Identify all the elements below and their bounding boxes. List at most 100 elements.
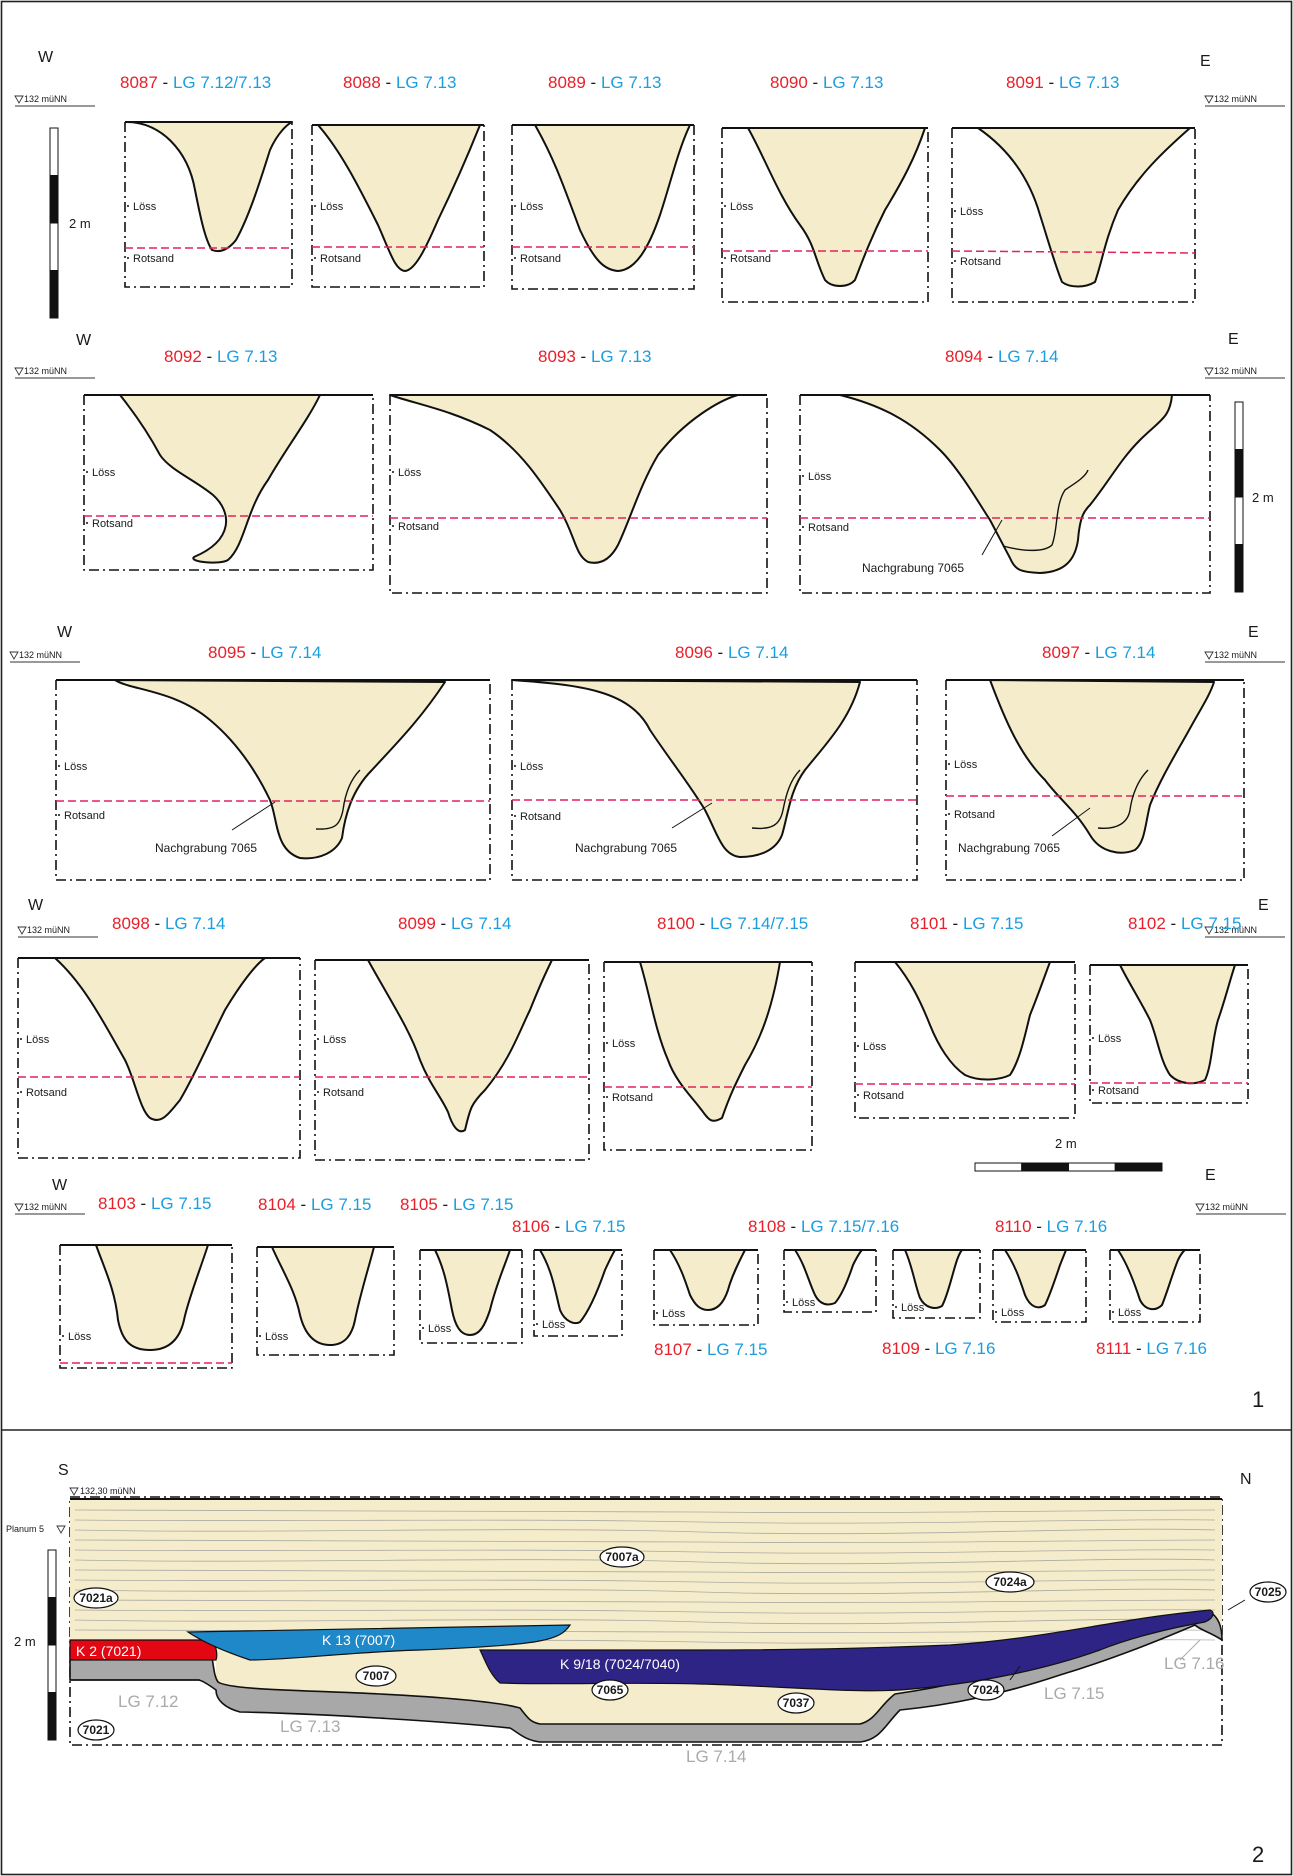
- striation-line: [74, 1549, 1216, 1554]
- datum-label: 132,30 müNN: [80, 1486, 136, 1496]
- label-dash: -: [136, 1194, 151, 1213]
- section-label: 8092 - LG 7.13: [164, 347, 277, 366]
- badge-7065: 7065: [591, 1679, 629, 1701]
- nachgrabung-line: [1002, 469, 1089, 552]
- dot: [86, 471, 88, 473]
- feature-number: 8111: [1096, 1339, 1131, 1358]
- scale-bar-panel2: 2 m: [14, 1549, 57, 1741]
- rotsand-label: Rotsand: [1098, 1085, 1139, 1097]
- dir-e: E: [1200, 53, 1211, 70]
- scale-label: 2 m: [14, 1634, 36, 1649]
- section-label: 8104 - LG 7.15: [258, 1195, 371, 1214]
- loess-label: Löss: [92, 467, 116, 479]
- dir-n: N: [1240, 1471, 1252, 1488]
- label-dash: -: [808, 73, 823, 92]
- dot: [20, 1038, 22, 1040]
- scale-bar-row1: 2 m: [49, 127, 91, 319]
- dot: [514, 205, 516, 207]
- rotsand-label: Rotsand: [808, 522, 849, 534]
- rotsand-label: Rotsand: [398, 521, 439, 533]
- dir-w: W: [57, 624, 73, 641]
- scale-segment: [49, 222, 59, 271]
- label-dash: -: [692, 1340, 707, 1359]
- leader-line: [231, 801, 276, 831]
- label-dash: -: [296, 1195, 311, 1214]
- section-8110: Löss: [992, 1249, 1087, 1323]
- pit-fill: [977, 127, 1191, 288]
- scale-segment: [47, 1644, 57, 1693]
- section-label: 8093 - LG 7.13: [538, 347, 651, 366]
- label-dash: -: [438, 1195, 453, 1214]
- layer-group: LG 7.15/7.16: [801, 1217, 899, 1236]
- feature-number: 8101: [910, 914, 948, 933]
- dir-w: W: [38, 49, 54, 66]
- nachgrabung-label: Nachgrabung 7065: [862, 561, 964, 575]
- section-label: 8087 - LG 7.12/7.13: [120, 73, 271, 92]
- layer-group: LG 7.13: [823, 73, 884, 92]
- feature-number: 8099: [398, 914, 436, 933]
- datum-label: 132 müNN: [24, 366, 67, 376]
- datum-top: 132,30 müNN: [69, 1486, 136, 1496]
- feature-number: 8105: [400, 1195, 438, 1214]
- datum-label: 132 müNN: [1214, 94, 1257, 104]
- rotsand-label: Rotsand: [520, 811, 561, 823]
- planum-marker: Planum 5: [6, 1524, 66, 1534]
- section-label: 8097 - LG 7.14: [1042, 643, 1155, 662]
- datum-label: 132 müNN: [19, 650, 62, 660]
- rotsand-label: Rotsand: [320, 253, 361, 265]
- section-label: 8111 - LG 7.16: [1096, 1339, 1207, 1358]
- section-label: 8102 - LG 7.15: [1128, 914, 1241, 933]
- scale-segment: [1068, 1162, 1116, 1172]
- layer-group: LG 7.16: [1047, 1217, 1108, 1236]
- rotsand-label: Rotsand: [960, 256, 1001, 268]
- loess-label: Löss: [64, 761, 88, 773]
- layer-group: LG 7.13: [1059, 73, 1120, 92]
- section-8108: Löss: [783, 1249, 877, 1313]
- loess-label: Löss: [520, 761, 544, 773]
- section-label: 8088 - LG 7.13: [343, 73, 456, 92]
- feature-number: 7021a: [79, 1591, 113, 1605]
- feature-number: 7065: [597, 1683, 624, 1697]
- feature-badge: [77, 1719, 115, 1741]
- rotsand-label: Rotsand: [26, 1087, 67, 1099]
- dir-s: S: [58, 1462, 69, 1479]
- planum-label: Planum 5: [6, 1524, 44, 1534]
- scale-segment: [1234, 496, 1244, 545]
- loess-label: Löss: [1098, 1033, 1122, 1045]
- pit-fill: [534, 124, 691, 272]
- scale-bar-row2: 2 m: [1234, 401, 1274, 593]
- pit-fill: [389, 394, 739, 564]
- datum-triangle-icon: [1204, 926, 1214, 935]
- pit-fill: [1004, 1249, 1067, 1309]
- dir-w: W: [28, 897, 44, 914]
- datum-right: 132 müNN: [1204, 366, 1285, 379]
- dot: [62, 1335, 64, 1337]
- dot: [422, 1327, 424, 1329]
- layer-group: LG 7.13: [217, 347, 278, 366]
- layer-group: LG 7.12/7.13: [173, 73, 271, 92]
- dot: [1092, 1037, 1094, 1039]
- dot: [127, 205, 129, 207]
- dot: [802, 526, 804, 528]
- feature-number: 8087: [120, 73, 158, 92]
- scale-segment: [49, 175, 59, 224]
- pit-fill: [747, 127, 926, 287]
- section-frame: [721, 128, 929, 303]
- scale-segment: [49, 127, 59, 176]
- dot: [606, 1096, 608, 1098]
- feature-number: 8110: [995, 1217, 1032, 1236]
- section-8103: Löss: [59, 1244, 233, 1369]
- datum-right: 132 müNN: [1195, 1202, 1286, 1215]
- pit-fill: [794, 1249, 863, 1306]
- feature-badge: [355, 1665, 397, 1687]
- loess-label: Löss: [26, 1034, 50, 1046]
- ditch-gray-fill: [69, 1611, 1223, 1743]
- section-frame: [992, 1250, 1087, 1323]
- pit-fill: [126, 121, 293, 253]
